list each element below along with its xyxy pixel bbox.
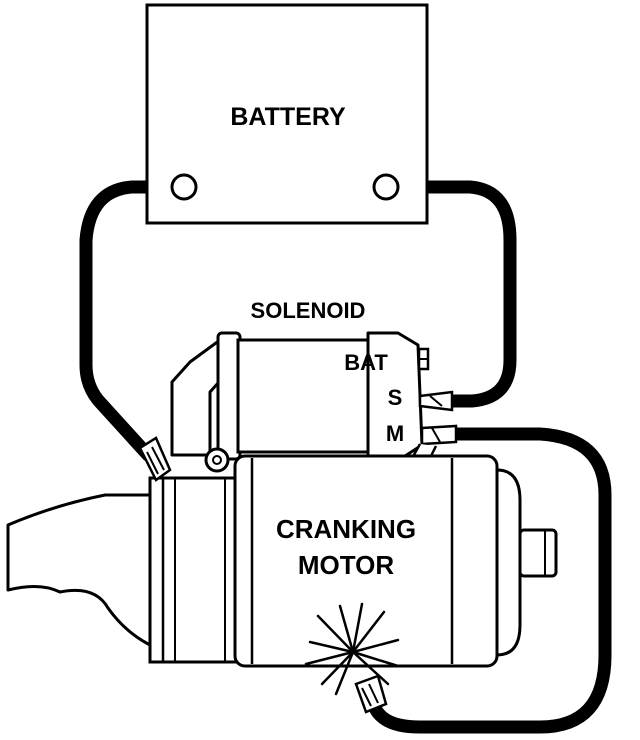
drive-housing	[6, 493, 162, 647]
battery-negative-cable	[79, 180, 165, 462]
cranking-motor-label-line2: MOTOR	[298, 550, 395, 580]
battery-label: BATTERY	[230, 103, 346, 131]
solenoid-body	[236, 338, 370, 454]
s-terminal-lug-mark	[429, 395, 443, 407]
cranking-motor-label-line1: CRANKING	[276, 514, 416, 544]
motor-ground-cable	[365, 427, 612, 734]
battery-negative-terminal	[170, 173, 198, 201]
battery-positive-terminal	[372, 173, 400, 201]
s-terminal-label: S	[388, 385, 403, 410]
m-terminal-lug-mark	[431, 427, 441, 443]
commutator-end-frame	[495, 468, 522, 657]
m-terminal-lug	[420, 424, 458, 446]
ground-cable-clamp	[354, 674, 388, 714]
motor-shaft	[518, 528, 558, 578]
battery-positive-cable	[393, 180, 517, 408]
mounting-bolt-center	[212, 455, 222, 465]
bat-terminal-label: BAT	[344, 350, 388, 375]
negative-cable-clamp	[138, 436, 172, 482]
spark-icon	[304, 602, 400, 696]
solenoid-label: SOLENOID	[251, 298, 366, 323]
m-terminal-label: M	[386, 421, 404, 446]
